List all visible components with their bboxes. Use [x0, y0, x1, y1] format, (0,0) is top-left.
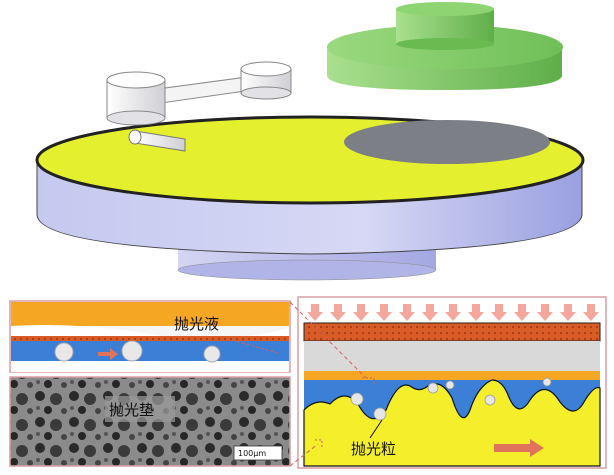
pad-micrograph-panel: 抛光垫 100μm — [9, 376, 291, 467]
arrow-down-icon — [399, 304, 415, 321]
arrow-down-icon — [514, 304, 530, 321]
arrow-down-icon — [491, 304, 507, 321]
arrow-down-icon — [376, 304, 392, 321]
slurry-particle — [484, 394, 496, 406]
wafer-layer — [303, 322, 601, 342]
label-polishing-particle: 抛光粒 — [351, 440, 396, 458]
arrow-right-icon — [494, 439, 544, 457]
slurry-nozzle — [128, 129, 186, 152]
zoom-connector — [289, 443, 319, 467]
label-polishing-pad: 抛光垫 — [109, 401, 154, 419]
arrow-down-icon — [330, 304, 346, 321]
conditioner-head — [327, 2, 563, 90]
slurry-particle — [203, 345, 221, 363]
slurry-particle — [121, 340, 143, 362]
arrow-down-icon — [422, 304, 438, 321]
slurry-particle — [54, 342, 74, 362]
scale-bar-label: 100μm — [238, 449, 266, 458]
wafer-holder-shadow — [344, 120, 550, 164]
conditioner-arm — [106, 61, 292, 126]
scale-bar — [233, 445, 283, 461]
arrow-down-icon — [583, 304, 599, 321]
cross-section-panel: 抛光粒 — [297, 296, 607, 469]
arrow-down-icon — [307, 304, 323, 321]
substrate-layer — [304, 341, 600, 371]
arrow-down-icon — [560, 304, 576, 321]
arrow-down-icon — [537, 304, 553, 321]
arrow-down-icon — [353, 304, 369, 321]
polishing-platen — [35, 115, 585, 255]
arrow-down-icon — [468, 304, 484, 321]
zoom-connector — [289, 301, 367, 379]
slurry-particle — [373, 407, 387, 421]
arrow-right-icon — [98, 348, 118, 360]
label-polishing-liquid: 抛光液 — [174, 315, 219, 333]
pressure-arrows — [307, 304, 599, 321]
slurry-particle — [427, 382, 439, 394]
arrow-down-icon — [445, 304, 461, 321]
slurry-panel: 抛光液 — [9, 300, 291, 373]
slurry-particle — [542, 377, 552, 387]
slurry-particle — [445, 380, 455, 390]
slurry-particle — [350, 392, 364, 406]
